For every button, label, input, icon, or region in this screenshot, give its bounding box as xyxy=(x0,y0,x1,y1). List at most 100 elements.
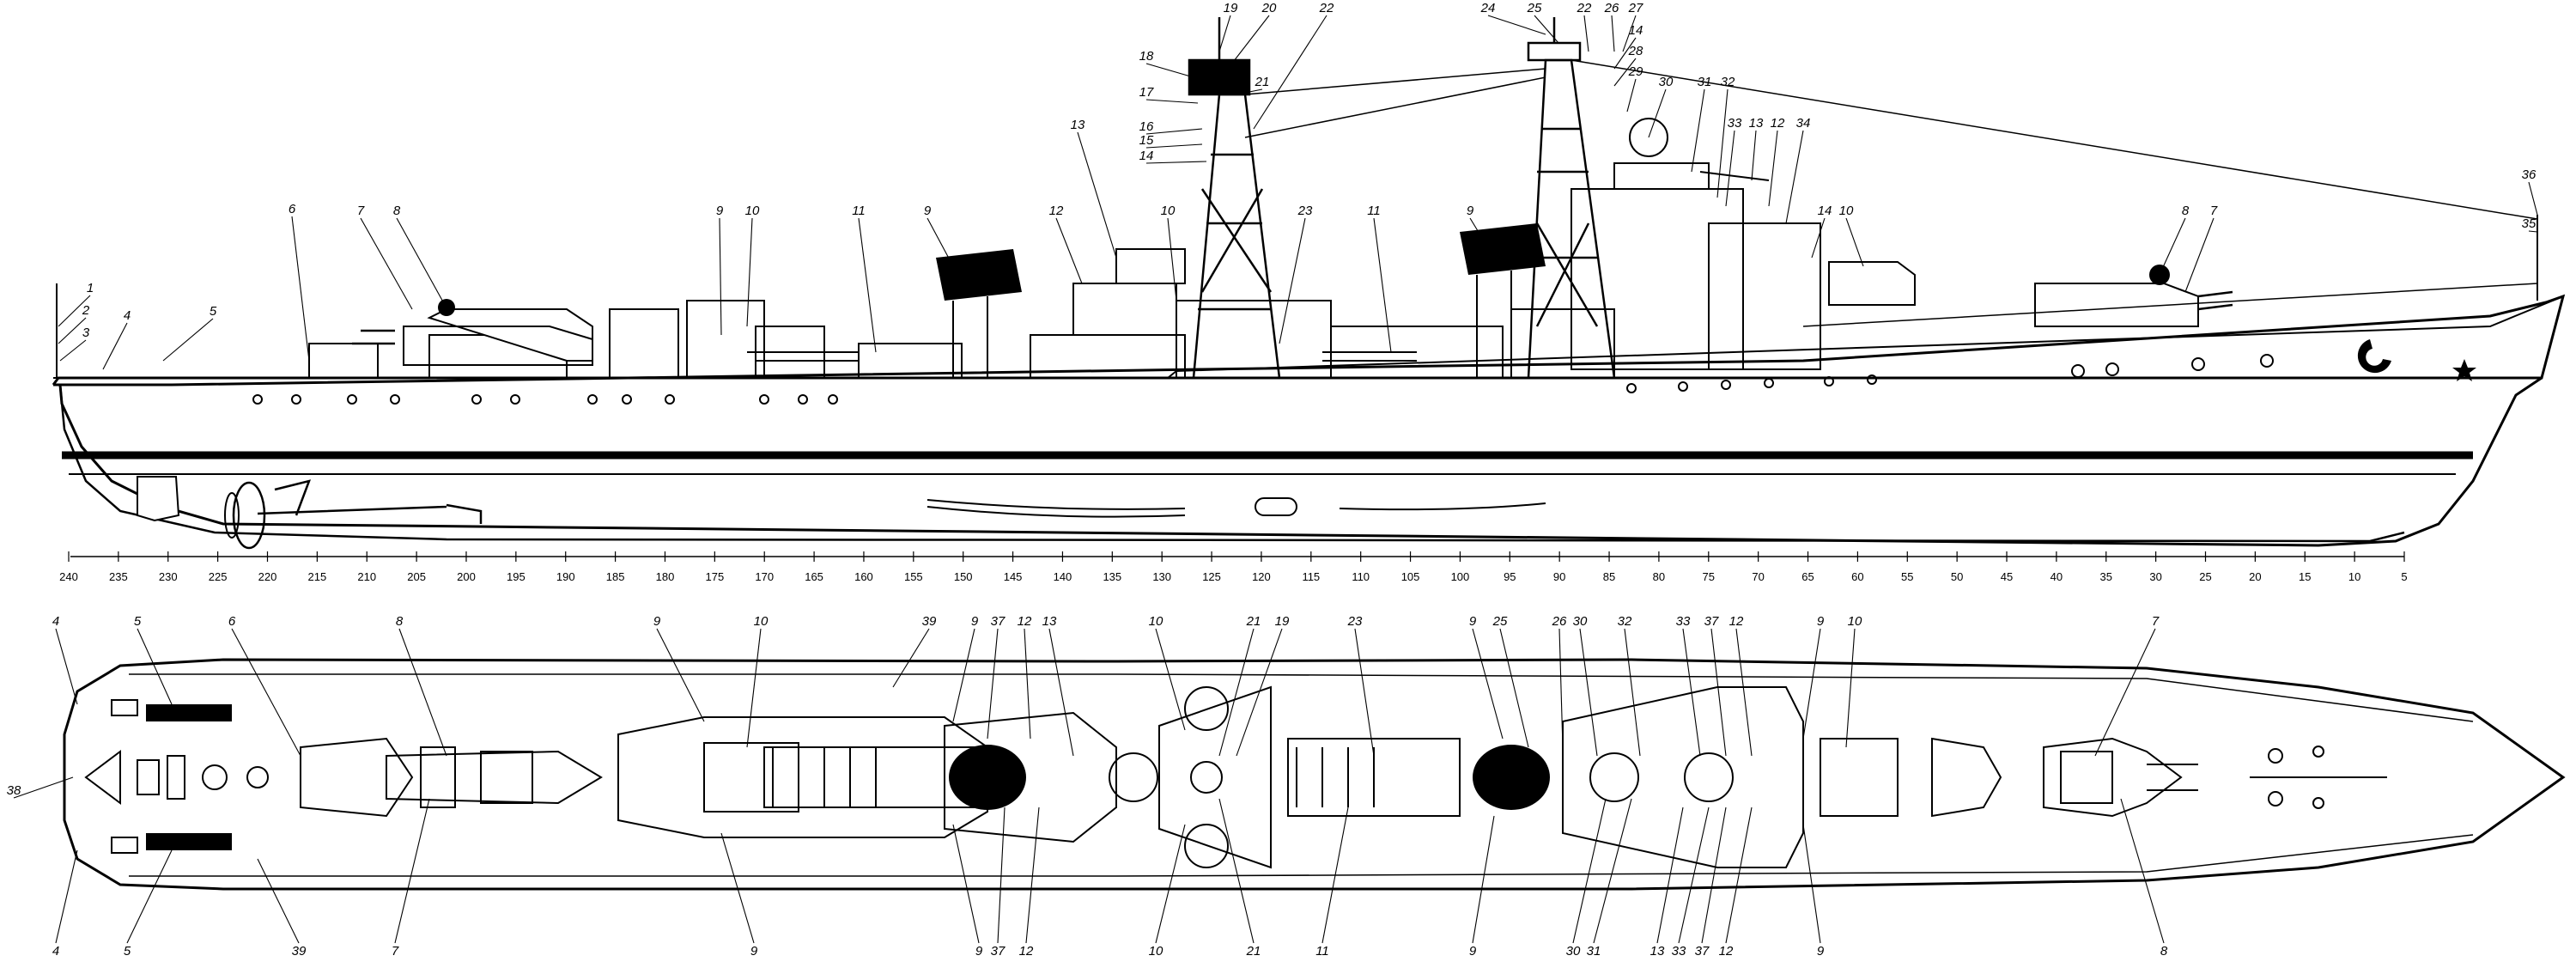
leader-line xyxy=(1811,217,1826,259)
leader-line xyxy=(1716,88,1728,198)
leader-line xyxy=(719,217,722,336)
callout-p34: 34 xyxy=(1796,116,1811,131)
callout-t21a: 21 xyxy=(1246,614,1261,629)
leader-line xyxy=(1558,628,1564,748)
leader-line xyxy=(398,628,447,757)
scale-tick-label: 100 xyxy=(1451,570,1470,583)
callout-t6: 6 xyxy=(228,614,236,629)
callout-b9a: 9 xyxy=(750,944,758,959)
callout-b9c: 9 xyxy=(1469,944,1477,959)
propeller-blade xyxy=(224,492,240,539)
callout-p4: 4 xyxy=(124,308,131,323)
fwd-gun-mount xyxy=(1828,261,2233,327)
callout-p7b: 7 xyxy=(2210,204,2218,218)
callout-b33: 33 xyxy=(1672,944,1686,959)
fwd-funnel xyxy=(1473,745,1550,810)
scale-tick-label: 85 xyxy=(1603,570,1615,583)
callout-p8b: 8 xyxy=(2182,204,2190,218)
quarterdeck-equipment xyxy=(84,750,269,805)
leader-line xyxy=(2184,217,2215,293)
callout-t10c: 10 xyxy=(1848,614,1862,629)
callout-b10: 10 xyxy=(1149,944,1163,959)
leader-line xyxy=(1218,798,1255,944)
leader-line xyxy=(1613,58,1637,87)
callout-t9c: 9 xyxy=(1469,614,1477,629)
scale-tick-label: 105 xyxy=(1401,570,1420,583)
callout-b37a: 37 xyxy=(991,944,1005,959)
callout-p22b: 22 xyxy=(1577,1,1592,15)
callout-t4: 4 xyxy=(52,614,59,629)
scale-tick-label: 165 xyxy=(805,570,823,583)
callout-p10c: 10 xyxy=(1839,204,1854,218)
leader-line xyxy=(1802,628,1821,740)
callout-p13b: 13 xyxy=(1749,116,1764,131)
callout-t12b: 12 xyxy=(1729,614,1744,629)
leader-line xyxy=(1648,88,1667,138)
leader-line xyxy=(162,318,214,362)
leader-line xyxy=(1145,99,1199,104)
leader-line xyxy=(102,322,128,370)
callout-p21: 21 xyxy=(1255,75,1270,89)
leader-line xyxy=(59,339,87,362)
callout-p31: 31 xyxy=(1698,75,1712,89)
leader-line xyxy=(1253,15,1327,130)
callout-b12b: 12 xyxy=(1719,944,1734,959)
sam-launcher-aft xyxy=(936,249,1022,378)
callout-t10b: 10 xyxy=(1149,614,1163,629)
leader-line xyxy=(987,628,999,740)
scale-tick-label: 70 xyxy=(1752,570,1764,583)
scale-tick-label: 20 xyxy=(2249,570,2261,583)
callout-t37b: 37 xyxy=(1704,614,1719,629)
callout-t30a: 30 xyxy=(1573,614,1588,629)
portholes xyxy=(252,354,2274,405)
scale-tick-label: 120 xyxy=(1252,570,1271,583)
scale-tick-label: 125 xyxy=(1202,570,1221,583)
aft-gun-mount xyxy=(352,299,593,366)
depth-charge-racks xyxy=(111,699,232,854)
leader-line xyxy=(1593,798,1632,944)
callout-t7: 7 xyxy=(2152,614,2160,629)
forecastle-gear xyxy=(2250,746,2387,809)
callout-p7a: 7 xyxy=(357,204,365,218)
aft-superstructure xyxy=(308,300,963,379)
callout-b37b: 37 xyxy=(1695,944,1710,959)
leader-line xyxy=(257,858,300,944)
leader-line xyxy=(1710,628,1727,757)
callout-p5: 5 xyxy=(210,304,217,319)
scale-tick-label: 15 xyxy=(2299,570,2311,583)
callout-t10a: 10 xyxy=(754,614,769,629)
scale-tick-label: 235 xyxy=(109,570,128,583)
callout-t9d: 9 xyxy=(1817,614,1825,629)
leader-line xyxy=(1279,217,1306,344)
callout-p23: 23 xyxy=(1297,204,1313,218)
callout-t32: 32 xyxy=(1618,614,1632,629)
callout-t13a: 13 xyxy=(1042,614,1057,629)
callout-p36: 36 xyxy=(2522,167,2537,182)
scale-tick-label: 10 xyxy=(2348,570,2360,583)
profile-view xyxy=(52,17,2566,550)
leader-line xyxy=(291,216,310,362)
leader-line xyxy=(997,807,1005,944)
callout-s38: 38 xyxy=(7,783,21,798)
callout-t37a: 37 xyxy=(991,614,1005,629)
leader-line xyxy=(656,628,705,722)
callout-p14c: 14 xyxy=(1818,204,1832,218)
callout-t23: 23 xyxy=(1347,614,1363,629)
callout-p13a: 13 xyxy=(1071,118,1085,132)
scale-tick-label: 210 xyxy=(357,570,376,583)
scale-tick-label: 135 xyxy=(1103,570,1121,583)
plan-hull-outline xyxy=(63,658,2566,891)
aft-funnel xyxy=(949,745,1026,810)
leader-line xyxy=(1472,628,1504,740)
leader-line xyxy=(1611,15,1615,52)
callout-p8a: 8 xyxy=(393,204,401,218)
scale-tick-label: 95 xyxy=(1504,570,1516,583)
leader-line xyxy=(1472,815,1495,944)
leader-line xyxy=(55,849,78,944)
leader-line xyxy=(1218,628,1255,757)
leader-line xyxy=(1725,807,1753,944)
callout-p14a: 14 xyxy=(1139,149,1154,163)
scale-tick-label: 145 xyxy=(1004,570,1023,583)
callout-b39: 39 xyxy=(292,944,307,959)
